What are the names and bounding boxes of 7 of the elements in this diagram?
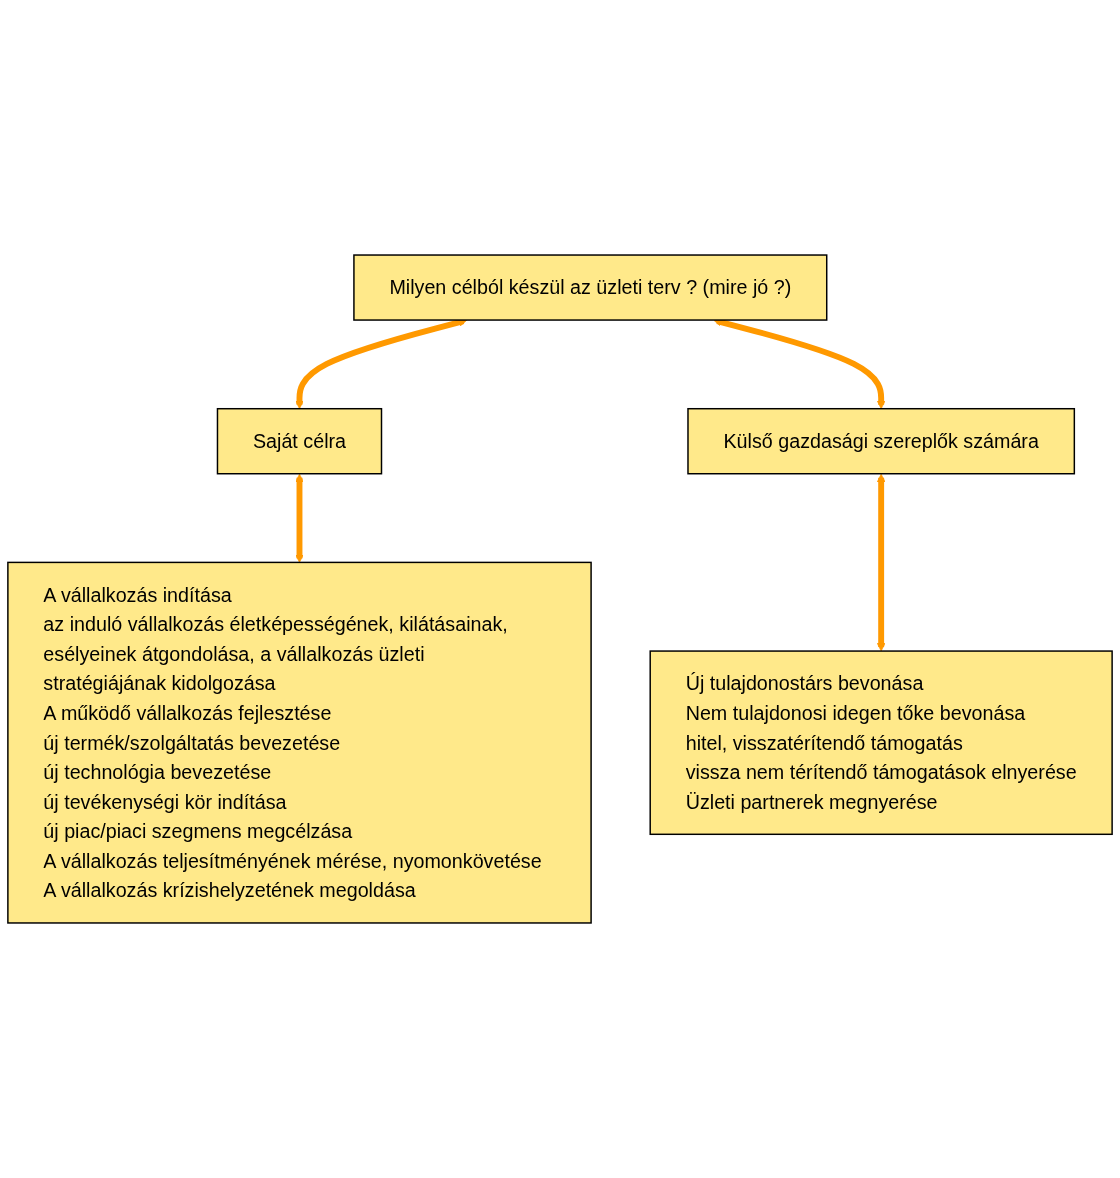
- node-box: Saját célra: [216, 408, 383, 475]
- arrow: [295, 473, 304, 563]
- node-box: Milyen célból készül az üzleti terv ? (mire jó ?): [353, 254, 828, 321]
- node-box: Külső gazdasági szereplők számára: [687, 408, 1076, 475]
- node-box: A vállalkozás indítása az induló vállalkozás életképességének, kilátásainak, esélyeinek átgondolása, a vállalkozás üzleti stratégiájának kidolgozása A működő vállalkozás fejlesztése új termék/szolgáltatás bevezetése új technológia bevezetése új tevékenységi kör indítása új piac/piaci szegmens megcélzása A vállalkozás teljesítményének mérése, nyomonkövetése A vállalkozás krízishelyzetének megoldása: [7, 561, 592, 924]
- node-box: Új tulajdonostárs bevonása Nem tulajdonosi idegen tőke bevonása hitel, visszatérítendő támogatás vissza nem térítendő támogatások elnyerése Üzleti partnerek megnyerése: [649, 650, 1113, 836]
- arrow: [876, 473, 886, 652]
